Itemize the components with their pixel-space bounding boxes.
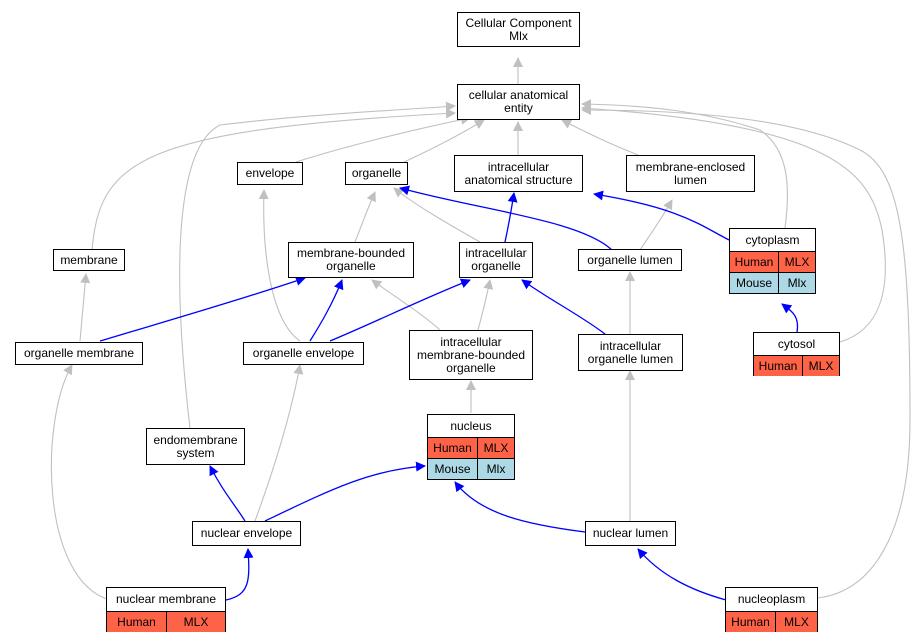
node-membrane-enclosed-lumen[interactable]: membrane-enclosed lumen (626, 155, 755, 192)
edge-io-ias (504, 192, 518, 243)
edge-cytoplasm-cae (581, 99, 789, 229)
mouse-cell: Mouse (428, 459, 477, 479)
mlx-cell: Mlx (477, 459, 514, 479)
human-cell: Human (428, 438, 477, 458)
node-label: intracellular membrane-bounded organelle (416, 334, 526, 375)
node-intracellular-membrane-bounded-organelle[interactable]: intracellular membrane-bounded organelle (409, 330, 533, 380)
edge-nm-ne (225, 548, 254, 601)
node-label: intracellular organelle lumen (587, 338, 674, 366)
human-cell: Human (754, 356, 802, 376)
edge-ol-organelle (399, 185, 613, 251)
edge-om-mbo (99, 276, 306, 342)
mlx-cell: MLX (778, 252, 815, 272)
edge-ne-nucleus (264, 461, 426, 522)
node-label: membrane (60, 252, 118, 267)
edge-iol-io (521, 279, 606, 335)
human-cell: Human (726, 612, 775, 632)
node-intracellular-organelle[interactable]: intracellular organelle (459, 242, 533, 278)
node-cytosol[interactable]: cytosol Human MLX (753, 332, 840, 376)
edge-imbo-io (477, 279, 494, 331)
node-label: membrane-bounded organelle (296, 246, 406, 273)
node-label: nucleus (450, 418, 492, 433)
edge-oe-mbo (309, 279, 344, 342)
node-envelope[interactable]: envelope (237, 162, 303, 185)
edge-om-membrane (79, 273, 91, 342)
mouse-row: Mouse Mlx (428, 458, 514, 479)
edge-np-nl (637, 548, 727, 601)
edge-imbo-mbo (371, 279, 441, 331)
human-row: Human MLX (107, 611, 225, 632)
edge-membrane-cae (91, 108, 456, 251)
node-organelle-lumen[interactable]: organelle lumen (578, 249, 682, 271)
node-membrane[interactable]: membrane (53, 249, 125, 271)
node-nucleoplasm[interactable]: nucleoplasm Human MLX (725, 587, 818, 632)
node-label: endomembrane system (153, 432, 238, 460)
human-cell: Human (730, 252, 778, 272)
edge-cytosol-cae (581, 103, 886, 343)
node-intracellular-organelle-lumen[interactable]: intracellular organelle lumen (578, 334, 683, 371)
node-label: nuclear envelope (200, 526, 293, 540)
edge-nl-nucleus (454, 481, 586, 533)
edge-organelle-cae (403, 119, 485, 163)
node-nuclear-envelope[interactable]: nuclear envelope (192, 521, 301, 546)
edge-np-cae (581, 105, 911, 599)
node-label: envelope (245, 166, 295, 180)
node-cytoplasm[interactable]: cytoplasm Human MLX Mouse Mlx (729, 228, 816, 294)
mlx-cell: MLX (166, 612, 225, 632)
edge-cytosol-cytoplasm (781, 303, 799, 333)
node-label: organelle (351, 166, 402, 180)
node-organelle[interactable]: organelle (345, 162, 408, 185)
mlx-cell: MLX (802, 356, 839, 376)
node-label: organelle envelope (252, 346, 355, 360)
human-row: Human MLX (428, 437, 514, 458)
node-label: intracellular anatomical structure (464, 159, 573, 187)
human-row: Human MLX (730, 251, 815, 272)
node-endomembrane-system[interactable]: endomembrane system (146, 428, 245, 465)
node-organelle-envelope[interactable]: organelle envelope (243, 342, 364, 365)
node-nucleus[interactable]: nucleus Human MLX Mouse Mlx (427, 414, 515, 480)
edge-cytoplasm-ias (593, 190, 730, 241)
edge-nm-om (50, 364, 111, 601)
node-label: organelle membrane (23, 346, 135, 360)
node-label: Cellular Component Mlx (465, 15, 572, 43)
edge-mbo-organelle (354, 191, 376, 243)
edge-ne-endo (209, 465, 246, 522)
node-label: cytosol (777, 336, 816, 351)
node-organelle-membrane[interactable]: organelle membrane (15, 342, 143, 365)
human-row: Human MLX (754, 355, 839, 376)
edge-mel-cae (561, 119, 639, 156)
edge-ne-oe (254, 364, 304, 522)
node-nuclear-lumen[interactable]: nuclear lumen (585, 521, 676, 546)
edge-ol-mel (639, 199, 673, 251)
node-label: cytoplasm (745, 232, 800, 247)
mouse-row: Mouse Mlx (730, 272, 815, 293)
node-label: nucleoplasm (737, 592, 806, 606)
mlx-cell: MLX (775, 612, 817, 632)
edge-io-organelle (393, 187, 481, 243)
node-cellular-anatomical-entity[interactable]: cellular anatomical entity (457, 84, 580, 120)
edge-endo-cae (179, 101, 456, 429)
node-membrane-bounded-organelle[interactable]: membrane-bounded organelle (288, 242, 414, 278)
node-label: nuclear membrane (115, 592, 217, 606)
mlx-cell: MLX (477, 438, 514, 458)
node-label: organelle lumen (587, 252, 673, 267)
node-label: intracellular organelle (465, 246, 527, 273)
mouse-cell: Mouse (730, 273, 778, 293)
edge-oe-io (329, 278, 471, 342)
human-cell: Human (107, 612, 166, 632)
node-label: cellular anatomical entity (468, 88, 569, 115)
mlx-cell: Mlx (778, 273, 815, 293)
edge-oe-envelope (258, 189, 301, 342)
node-label: membrane-enclosed lumen (635, 159, 746, 187)
node-label: nuclear lumen (592, 526, 669, 540)
node-cellular-component-mlx[interactable]: Cellular Component Mlx (457, 12, 580, 47)
edge-envelope-cae (295, 114, 471, 163)
node-nuclear-membrane[interactable]: nuclear membrane Human MLX (106, 587, 226, 632)
human-row: Human MLX (726, 611, 817, 632)
node-intracellular-anatomical-structure[interactable]: intracellular anatomical structure (454, 155, 583, 192)
